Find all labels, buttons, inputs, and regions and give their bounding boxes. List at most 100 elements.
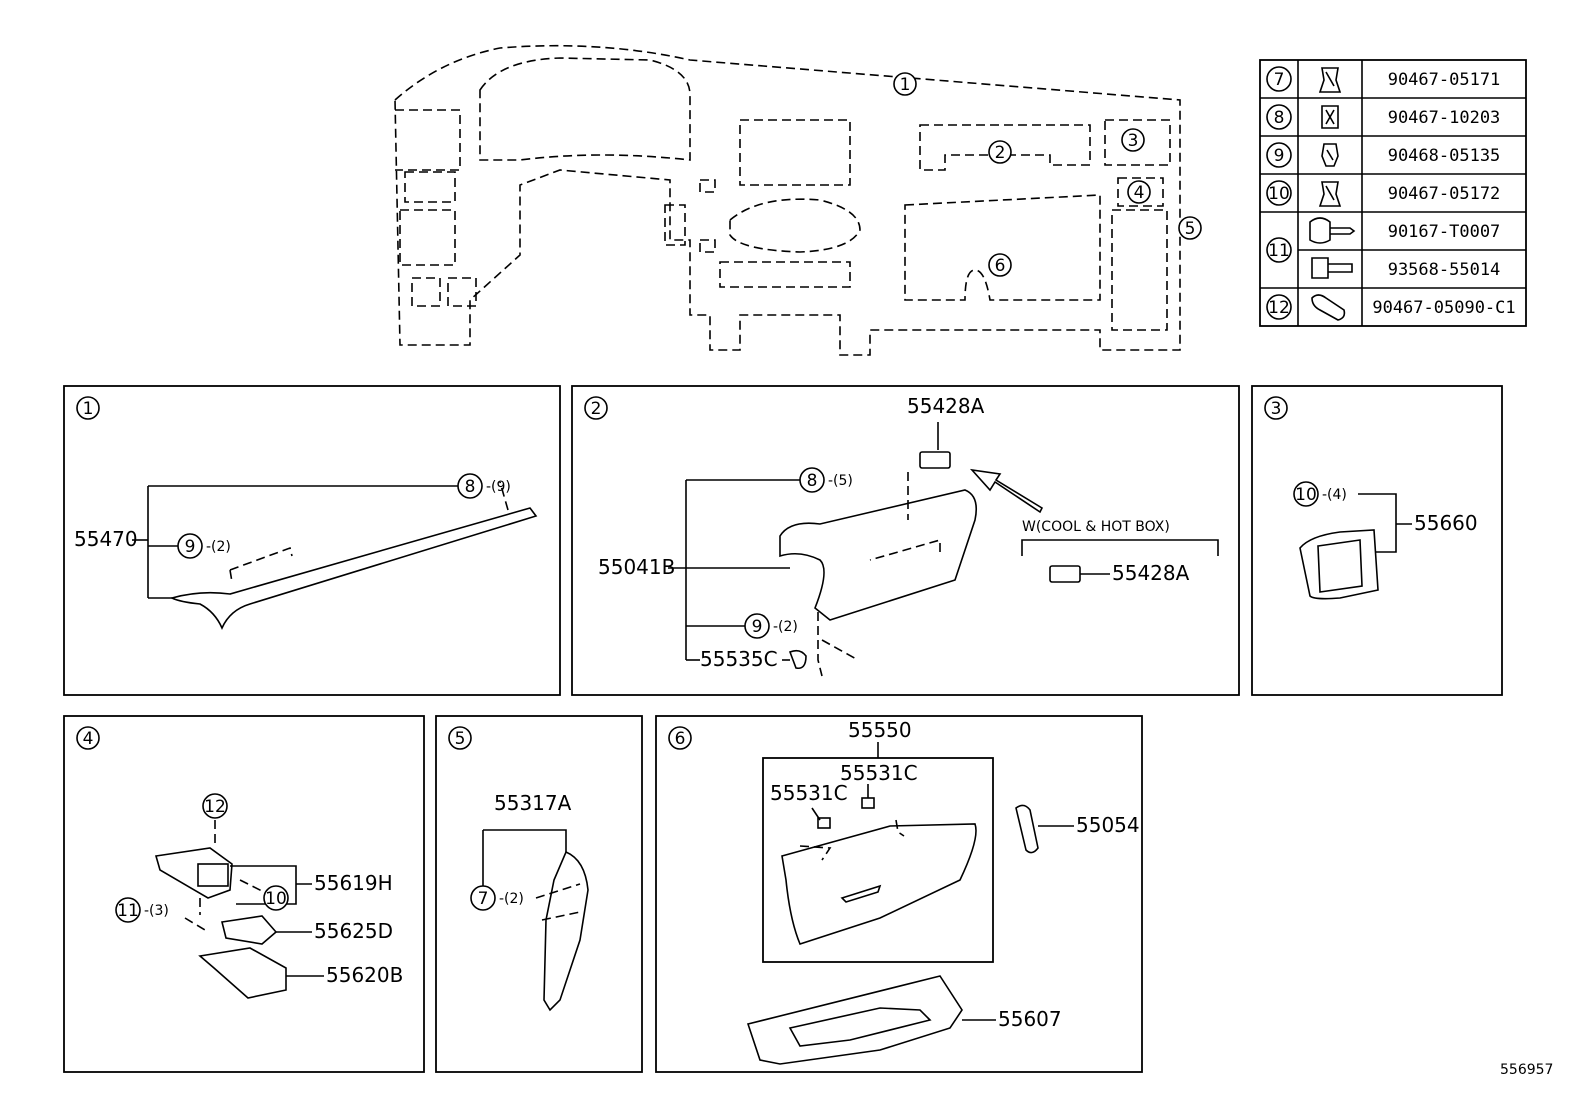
svg-text:90468-05135: 90468-05135 xyxy=(1388,146,1501,166)
svg-text:6: 6 xyxy=(995,256,1006,276)
bolt-icon xyxy=(1311,257,1353,279)
svg-text:90467-05172: 90467-05172 xyxy=(1388,184,1501,204)
table-row: 9 90468-05135 xyxy=(1266,142,1501,168)
clip-icon xyxy=(1321,143,1339,167)
svg-text:2: 2 xyxy=(591,399,602,419)
overview-callout-1: 1 xyxy=(893,72,917,96)
part-label: 55531C xyxy=(770,781,848,805)
clip-icon xyxy=(1318,67,1342,93)
svg-text:7: 7 xyxy=(478,889,489,909)
svg-text:-(2): -(2) xyxy=(773,619,798,635)
overview-callout-3: 3 xyxy=(1121,128,1145,152)
svg-text:1: 1 xyxy=(900,75,911,95)
svg-text:3: 3 xyxy=(1128,131,1139,151)
arrow-icon xyxy=(969,468,1044,514)
alt-part-icon xyxy=(1049,565,1081,583)
svg-text:11: 11 xyxy=(117,901,139,921)
part-label: 55317A xyxy=(494,791,572,815)
svg-text:6: 6 xyxy=(675,729,686,749)
part-label: 55428A xyxy=(1112,561,1190,585)
vent-shape xyxy=(1299,529,1379,600)
part-label: 55535C xyxy=(700,647,778,671)
svg-text:1: 1 xyxy=(83,399,94,419)
svg-text:-(3): -(3) xyxy=(144,903,169,919)
damper-icon xyxy=(1015,804,1039,854)
side-panel-shape xyxy=(543,850,589,1012)
panel-4: 4 12 55619H 10 11 -(3) 55625D 55620B xyxy=(63,715,425,1073)
panel-3: 3 10 -(4) 55660 xyxy=(1251,385,1503,696)
svg-text:9: 9 xyxy=(185,537,196,557)
panel-1: 1 55470 8 -(9) 9 -(2) xyxy=(63,385,561,696)
variant-label: W(COOL & HOT BOX) xyxy=(1022,519,1170,535)
part-label: 55531C xyxy=(840,761,918,785)
part-label: 55607 xyxy=(998,1007,1062,1031)
svg-text:-(5): -(5) xyxy=(828,473,853,489)
svg-text:8: 8 xyxy=(465,477,476,497)
table-row: 12 90467-05090-C1 xyxy=(1266,294,1516,321)
tray-shape xyxy=(746,975,963,1065)
svg-text:4: 4 xyxy=(83,729,94,749)
overview-callout-2: 2 xyxy=(988,140,1012,164)
svg-text:-(2): -(2) xyxy=(206,539,231,555)
latch-icon xyxy=(817,817,831,829)
svg-text:8: 8 xyxy=(807,471,818,491)
svg-text:10: 10 xyxy=(265,889,287,909)
overview-callout-4: 4 xyxy=(1127,180,1151,204)
screw-icon xyxy=(1309,217,1356,244)
dashboard-overview: 1 2 3 4 5 6 xyxy=(394,44,1202,356)
svg-text:7: 7 xyxy=(1274,70,1285,90)
glovebox-shape xyxy=(781,823,977,945)
svg-text:4: 4 xyxy=(1134,183,1145,203)
svg-text:5: 5 xyxy=(1185,219,1196,239)
table-row: 7 90467-05171 xyxy=(1266,66,1501,93)
part-label: 55041B xyxy=(598,555,675,579)
svg-text:90467-05090-C1: 90467-05090-C1 xyxy=(1372,298,1515,318)
table-row: 8 90467-10203 xyxy=(1266,104,1501,130)
clip-icon xyxy=(1318,181,1342,207)
part-label: 55428A xyxy=(907,394,985,418)
svg-text:9: 9 xyxy=(1274,146,1285,166)
table-row: 11 90167-T0007 xyxy=(1266,217,1501,263)
part-label: 55620B xyxy=(326,963,403,987)
overview-callout-6: 6 xyxy=(988,253,1012,277)
panel-2: 2 55428A 55041B 55535C 8 -(5) 9 -(2) W(C… xyxy=(571,385,1240,696)
clip-icon xyxy=(788,649,807,670)
part-label: 55625D xyxy=(314,919,393,943)
part-label: 55660 xyxy=(1414,511,1478,535)
fastener-table: 7 90467-05171 8 90467-10203 9 90468-0513… xyxy=(1259,59,1527,327)
svg-text:10: 10 xyxy=(1268,184,1290,204)
part-label: 55550 xyxy=(848,718,912,742)
part-label: 55470 xyxy=(74,527,138,551)
table-row: 93568-55014 xyxy=(1311,257,1501,280)
push-rivet-icon xyxy=(1311,294,1346,321)
svg-text:-(9): -(9) xyxy=(486,479,511,495)
svg-text:12: 12 xyxy=(1268,298,1290,318)
upper-box-shape xyxy=(779,489,978,621)
svg-text:10: 10 xyxy=(1295,485,1317,505)
diagram-id: 556957 xyxy=(1500,1062,1553,1078)
svg-text:93568-55014: 93568-55014 xyxy=(1388,260,1501,280)
svg-text:9: 9 xyxy=(752,617,763,637)
svg-text:2: 2 xyxy=(995,143,1006,163)
overview-callout-5: 5 xyxy=(1178,216,1202,240)
svg-text:-(4): -(4) xyxy=(1322,487,1347,503)
part-label: 55054 xyxy=(1076,813,1140,837)
svg-text:90467-05171: 90467-05171 xyxy=(1388,70,1501,90)
panel-5: 5 55317A 7 -(2) xyxy=(435,715,643,1073)
svg-text:90467-10203: 90467-10203 xyxy=(1388,108,1501,128)
svg-text:8: 8 xyxy=(1274,108,1285,128)
clip-icon xyxy=(1321,105,1339,129)
table-row: 10 90467-05172 xyxy=(1266,180,1501,207)
drawer-shape xyxy=(198,947,287,999)
panel-6: 6 55550 55531C 55531C 55054 55607 xyxy=(655,715,1143,1073)
part-label: 55619H xyxy=(314,871,393,895)
svg-text:-(2): -(2) xyxy=(499,891,524,907)
svg-text:12: 12 xyxy=(204,797,226,817)
holder-shape xyxy=(221,915,278,945)
latch-icon xyxy=(861,797,875,809)
svg-text:11: 11 xyxy=(1268,241,1290,261)
upper-panel-shape xyxy=(169,507,538,630)
svg-text:3: 3 xyxy=(1271,399,1282,419)
svg-text:90167-T0007: 90167-T0007 xyxy=(1388,222,1501,242)
